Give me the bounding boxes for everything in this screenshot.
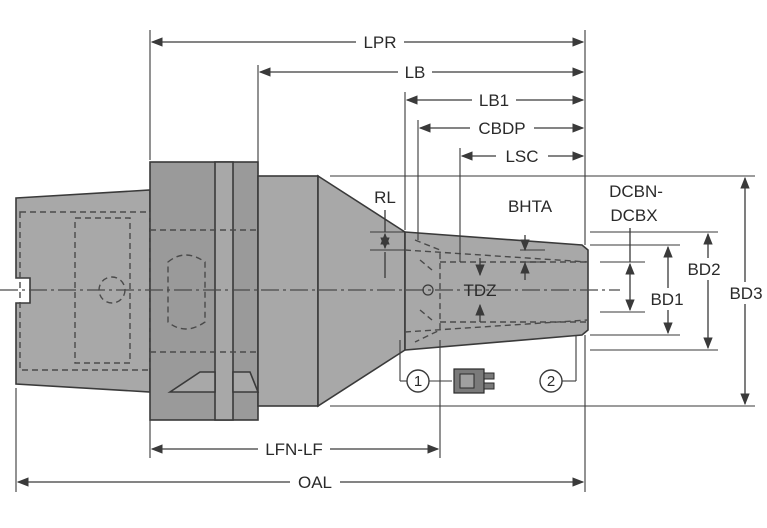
label-lb1: LB1 [479, 91, 509, 110]
extension-lines [15, 30, 755, 492]
flange-groove [214, 161, 234, 421]
label-backgrounds [258, 32, 548, 492]
label-bd3: BD3 [729, 284, 762, 303]
label-bhta: BHTA [508, 197, 553, 216]
label-bd2: BD2 [687, 260, 720, 279]
label-lpr: LPR [363, 33, 396, 52]
label-oal: OAL [298, 473, 332, 492]
label-cbdp: CBDP [478, 119, 525, 138]
drive-slot-right [232, 371, 260, 393]
label-lsc: LSC [505, 147, 538, 166]
callout-2: 2 [547, 373, 555, 390]
drive-slot [167, 371, 216, 393]
dimension-labels: LPR LB LB1 CBDP LSC RL BHTA DCBN- DCBX T… [265, 33, 762, 492]
transition-cone [317, 174, 406, 408]
tool-body [15, 161, 589, 421]
callout-1: 1 [414, 373, 422, 390]
main-body [257, 175, 319, 407]
vertical-label-backgrounds [646, 258, 764, 310]
label-dcbx: DCBX [610, 206, 657, 225]
label-tdz: TDZ [463, 281, 496, 300]
label-rl: RL [374, 188, 396, 207]
callouts: 1 2 [399, 336, 577, 394]
label-dcbn: DCBN- [609, 182, 663, 201]
set-screw-icon [453, 368, 495, 394]
taper-shank [15, 189, 151, 393]
label-lb: LB [405, 63, 426, 82]
coolant-port-mark [422, 284, 434, 296]
label-bd1: BD1 [650, 290, 683, 309]
label-lfn-lf: LFN-LF [265, 440, 323, 459]
hidden-lines [19, 211, 589, 371]
